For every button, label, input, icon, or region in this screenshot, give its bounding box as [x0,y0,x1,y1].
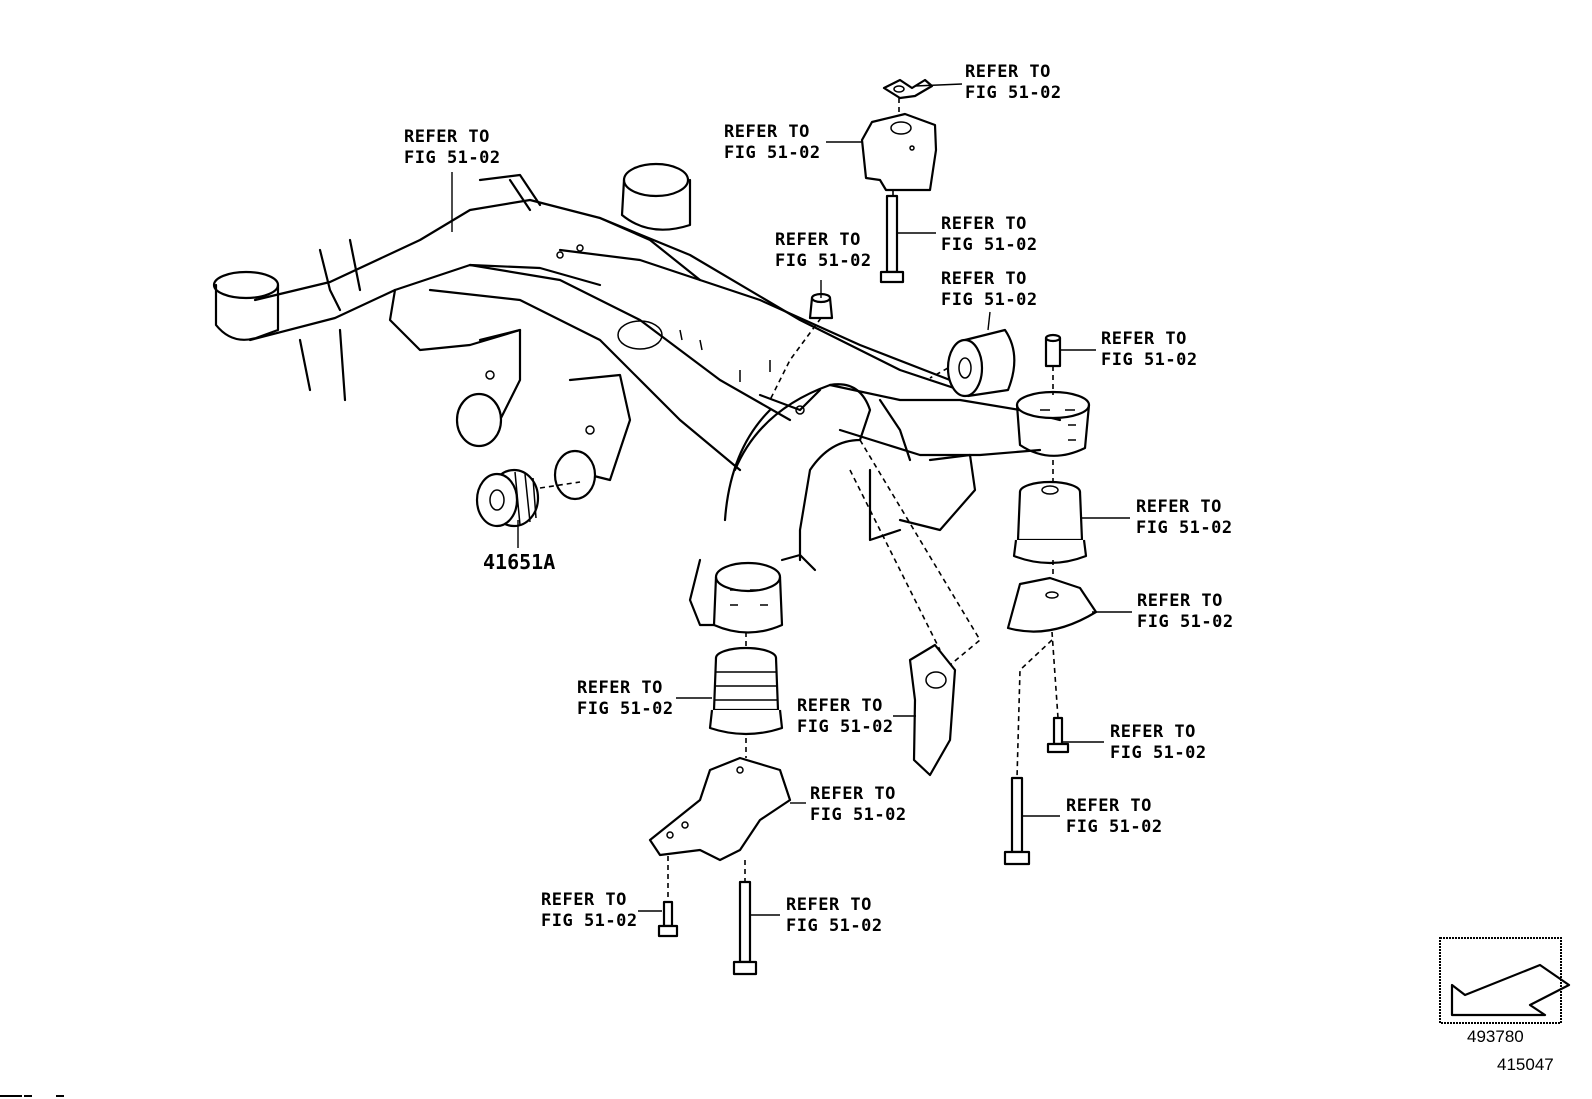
assembly-lines [539,98,1059,902]
callout-line1: REFER TO [1137,591,1223,611]
diff-mount-bushing[interactable] [475,468,540,528]
callout-line1: REFER TO [775,230,861,250]
bolt-left-long[interactable] [732,880,758,976]
leader-lines [451,83,1132,916]
callout-line2: FIG 51-02 [775,251,872,271]
callout-line1: REFER TO [1110,722,1196,742]
right-stopper-cone[interactable] [1006,576,1098,633]
callout-line1: REFER TO [1066,796,1152,816]
cylindrical-bushing[interactable] [946,328,1016,398]
callout-line1: REFER TO [577,678,663,698]
figure-number: 493780 [1467,1027,1524,1046]
callout-line1: REFER TO [941,269,1027,289]
callout-line2: FIG 51-02 [577,699,674,719]
callout-line2: FIG 51-02 [786,916,883,936]
callout-line2: FIG 51-02 [1101,350,1198,370]
callout-line2: FIG 51-02 [724,143,821,163]
callout-line2: FIG 51-02 [941,290,1038,310]
callout-line1: REFER TO [724,122,810,142]
callout-line1: REFER TO [1101,329,1187,349]
callout-line1: REFER TO [1136,497,1222,517]
callout-line2: FIG 51-02 [965,83,1062,103]
callout-line2: FIG 51-02 [810,805,907,825]
sheet-number: 415047 [1497,1055,1554,1074]
collar[interactable] [1044,333,1062,368]
callout-line1: REFER TO [786,895,872,915]
suspension-member-frame[interactable] [212,162,1091,634]
left-lower-bracket[interactable] [648,756,792,862]
bracket-plate[interactable] [908,643,957,777]
callout-line2: FIG 51-02 [1136,518,1233,538]
upper-mount-bracket[interactable] [860,112,938,192]
callout-line2: FIG 51-02 [404,148,501,168]
bolt-right-long[interactable] [1003,776,1031,866]
callout-line1: REFER TO [941,214,1027,234]
right-mount-cushion[interactable] [1012,480,1088,565]
callout-line1: REFER TO [404,127,490,147]
callout-line2: FIG 51-02 [1110,743,1207,763]
left-mount-cushion[interactable] [708,646,784,736]
stopper-plate-top[interactable] [882,78,934,100]
callout-line1: REFER TO [797,696,883,716]
callout-line2: FIG 51-02 [1066,817,1163,837]
callout-line2: FIG 51-02 [541,911,638,931]
front-arrow-icon [1439,937,1571,1024]
part-number-41651A[interactable]: 41651A [483,550,556,574]
bolt-upper-long[interactable] [879,194,905,284]
callout-line2: FIG 51-02 [1137,612,1234,632]
bolt-right-short[interactable] [1046,716,1070,754]
bolt-left-short[interactable] [657,900,679,938]
callout-line2: FIG 51-02 [941,235,1038,255]
callout-line1: REFER TO [810,784,896,804]
callout-line1: REFER TO [965,62,1051,82]
callout-line1: REFER TO [541,890,627,910]
callout-line2: FIG 51-02 [797,717,894,737]
